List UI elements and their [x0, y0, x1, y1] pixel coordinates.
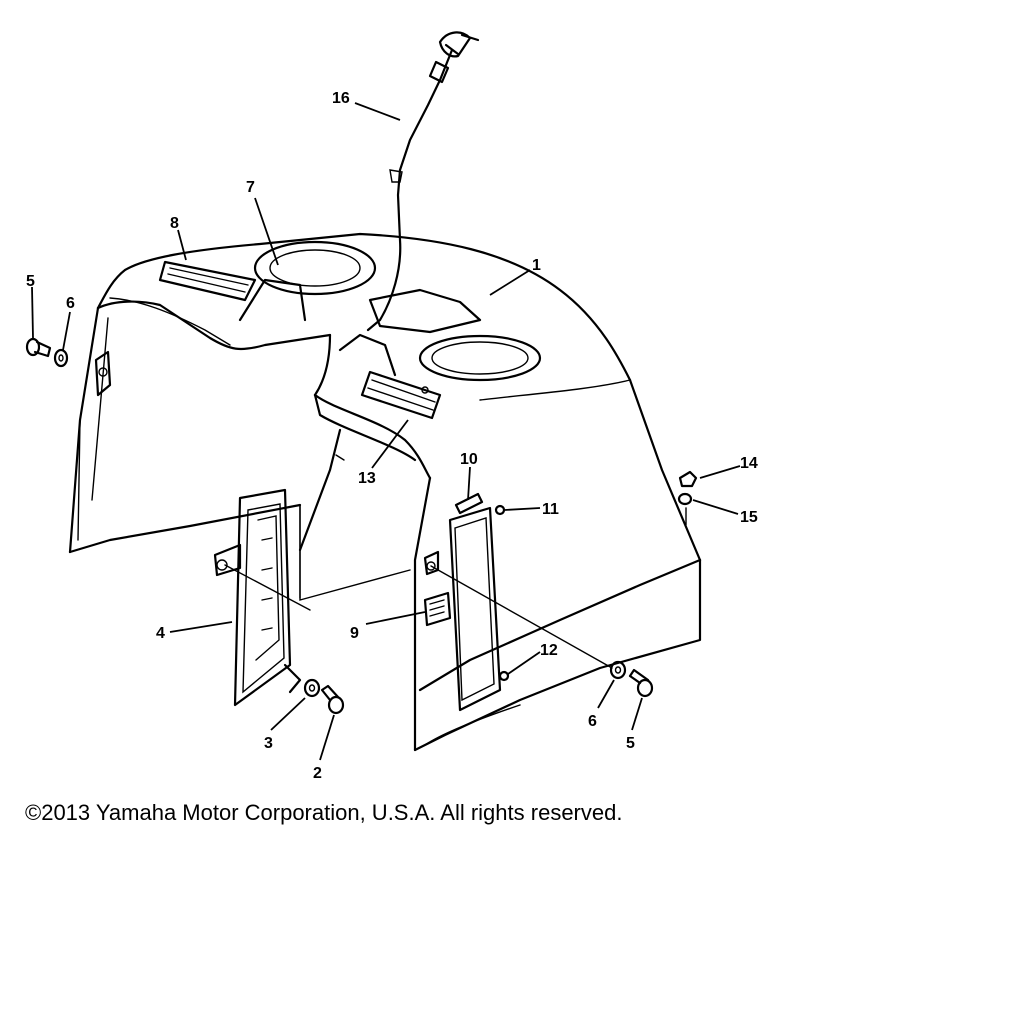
- cable-connector-icon: [438, 31, 480, 58]
- alignment-line-left: [224, 564, 311, 611]
- screw-5-right: [628, 668, 654, 698]
- throttle-cable: [298, 43, 460, 552]
- decal-13: [360, 370, 442, 420]
- callout-10: 10: [460, 451, 478, 468]
- callout-15: 15: [740, 509, 758, 526]
- clip-10: [454, 492, 484, 515]
- callout-5-left: 5: [26, 273, 35, 290]
- cowling-body: [68, 232, 702, 752]
- console-ridge: [368, 288, 482, 334]
- nut-14: [678, 470, 698, 488]
- side-cover-left: [213, 488, 302, 707]
- callout-3: 3: [264, 735, 273, 752]
- callout-4: 4: [156, 625, 165, 642]
- hood-bump-center: [338, 333, 397, 377]
- callout-11: 11: [542, 501, 559, 518]
- washer-3: [303, 678, 321, 698]
- decal-8: [158, 260, 257, 302]
- alignment-line-right: [430, 565, 613, 669]
- washer-6-left: [53, 348, 69, 368]
- screw-2: [320, 684, 345, 715]
- callout-5-right: 5: [626, 735, 635, 752]
- leader-lines: [31, 102, 741, 761]
- callout-1: 1: [532, 257, 541, 274]
- grommet-11: [494, 504, 506, 516]
- left-mount-tab: [94, 350, 112, 397]
- label-plate-9: [423, 591, 452, 627]
- washer-15: [677, 492, 693, 506]
- gauge-opening-right: [418, 334, 542, 382]
- callout-14: 14: [740, 455, 758, 472]
- gauge-opening-left: [253, 240, 377, 296]
- grommet-12: [498, 670, 510, 682]
- parts-diagram: 16 7 8 1 5 6 13 10 11 4 9 12 14 15 3 2 6…: [25, 31, 758, 782]
- small-hole: [421, 386, 429, 394]
- callout-9: 9: [350, 625, 359, 642]
- callout-6-right: 6: [588, 713, 597, 730]
- callout-2: 2: [313, 765, 322, 782]
- callout-6-left: 6: [66, 295, 75, 312]
- washer-6-right: [609, 660, 627, 680]
- copyright-notice: ©2013 Yamaha Motor Corporation, U.S.A. A…: [25, 800, 623, 825]
- callout-13: 13: [358, 470, 376, 487]
- screw-5-left: [25, 337, 52, 358]
- hood-bump-left: [238, 278, 307, 322]
- callout-8: 8: [170, 215, 179, 232]
- callout-16: 16: [332, 90, 350, 107]
- callout-7: 7: [246, 179, 255, 196]
- callout-12: 12: [540, 642, 558, 659]
